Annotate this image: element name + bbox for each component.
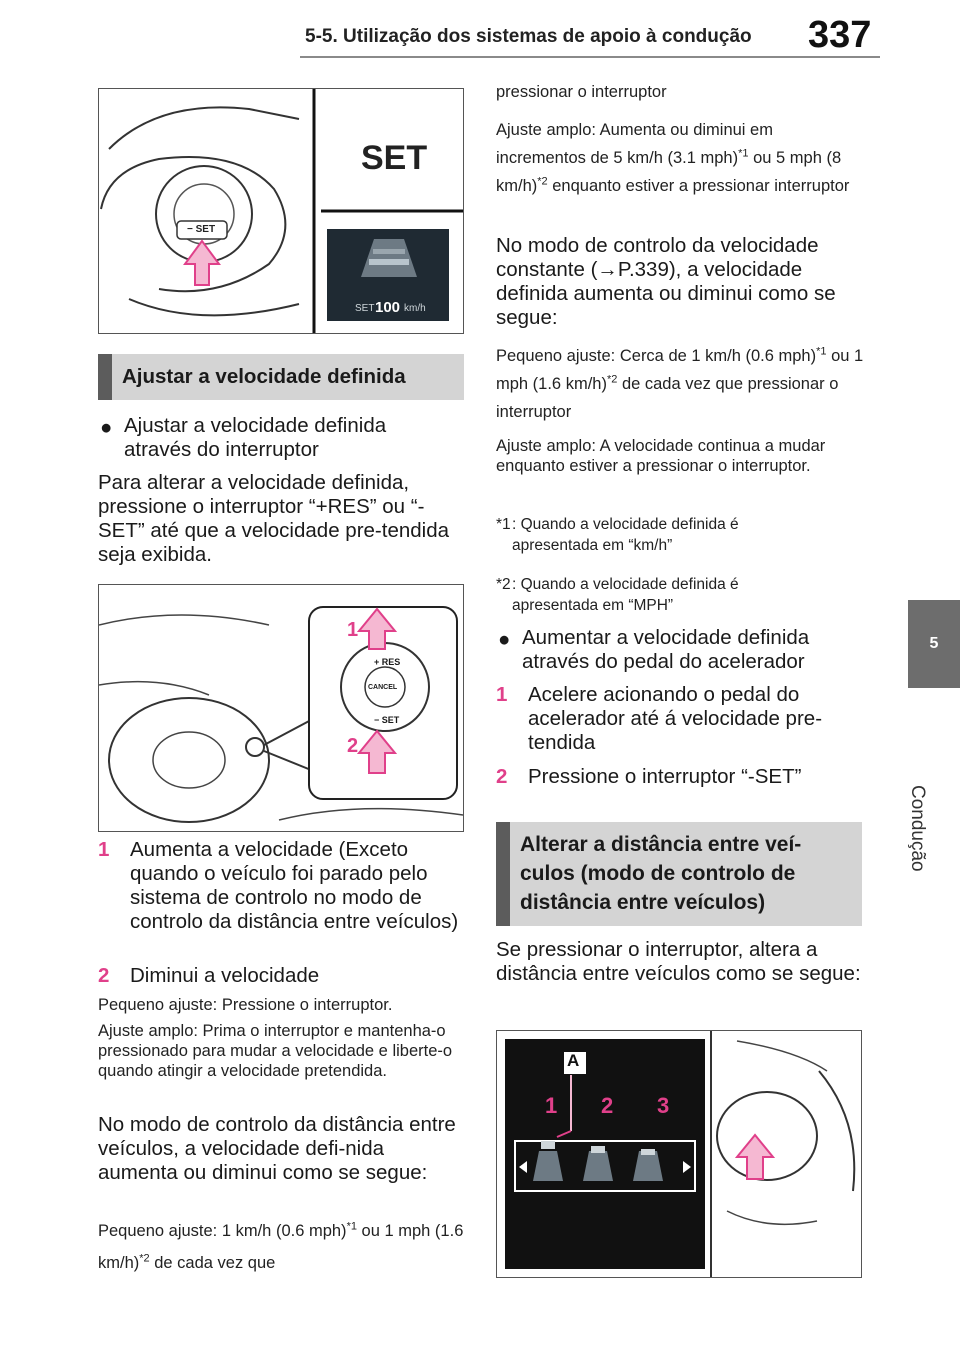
cancel-label: CANCEL (368, 684, 398, 691)
steering-wheel-illustration (100, 89, 463, 333)
note-constant-small-adjust: Pequeno ajuste: Cerca de 1 km/h (0.6 mph… (496, 345, 864, 421)
section-title: Ajustar a velocidade definida (122, 365, 406, 388)
distance-display-illustration (505, 1031, 856, 1277)
callout-2: 2 (347, 735, 359, 757)
chapter-tab: 5 (908, 600, 960, 688)
note-distance-wide-adjust: Ajuste amplo: Aumenta ou diminui em incr… (496, 121, 850, 195)
set-display-text: SET (361, 139, 428, 177)
bullet-marker: ● (498, 628, 511, 651)
item-decrease-speed: Diminui a velocidade (130, 964, 320, 987)
section-header-adjust-speed: Ajustar a velocidade definida (98, 354, 464, 400)
section-header-change-distance: Alterar a distância entre veí-culos (mod… (496, 822, 862, 926)
item-number-2: 2 (98, 964, 110, 987)
callout-a: A (567, 1051, 580, 1070)
chapter-label: Condução (907, 785, 928, 872)
set-switch-label: − SET (187, 224, 216, 235)
set-label: − SET (374, 715, 400, 725)
item-increase-speed: Aumenta a velocidade (Exceto quando o ve… (130, 838, 459, 933)
footnote-2-mark: *2 (496, 576, 511, 593)
figure-res-set-switch: + RES CANCEL − SET 1 2 (98, 584, 464, 832)
paragraph-distance-switch: Se pressionar o interruptor, altera a di… (496, 938, 861, 985)
figure-set-switch: SET − SET SET 100 km/h (98, 88, 464, 334)
callout-distance-2: 2 (601, 1093, 614, 1118)
bullet-adjust-switch: Ajustar a velocidade definida através do… (124, 414, 387, 461)
paragraph-constant-speed-mode: No modo de controlo da velocidade consta… (496, 234, 836, 329)
bullet-accelerator: Aumentar a velocidade definida através d… (522, 626, 810, 673)
dashboard-illustration (99, 606, 463, 823)
figure-distance-switch: A 1 2 3 (496, 1030, 862, 1278)
step-accelerate: Acelere acionando o pedal do acelerador … (528, 683, 823, 754)
paragraph-distance-mode: No modo de controlo da distância entre v… (98, 1113, 456, 1184)
note-continued: pressionar o interruptor (496, 83, 667, 101)
speed-prefix: SET (355, 303, 375, 314)
speed-unit: km/h (404, 303, 426, 314)
footnote-2-text: : Quando a velocidade definida é apresen… (512, 576, 739, 614)
page-number: 337 (808, 14, 872, 56)
item-number-1: 1 (98, 838, 110, 861)
speed-value: 100 (375, 299, 401, 316)
footnote-1-text: : Quando a velocidade definida é apresen… (512, 516, 739, 554)
note-constant-wide-adjust: Ajuste amplo: A velocidade continua a mu… (496, 437, 826, 475)
paragraph-intro: Para alterar a velocidade definida, pres… (98, 471, 450, 566)
header-divider (300, 56, 880, 58)
chapter-number: 5 (929, 635, 939, 652)
running-header-title: 5-5. Utilização dos sistemas de apoio à … (305, 26, 752, 47)
note-distance-small-adjust: Pequeno ajuste: 1 km/h (0.6 mph)*1 ou 1 … (98, 1220, 464, 1272)
step-number-1: 1 (496, 683, 508, 706)
step-number-2: 2 (496, 765, 508, 788)
note-small-adjust: Pequeno ajuste: Pressione o interruptor. (98, 996, 393, 1014)
callout-distance-1: 1 (545, 1093, 558, 1118)
callout-distance-3: 3 (657, 1093, 670, 1118)
step-press-set: Pressione o interruptor “-SET” (528, 765, 802, 788)
res-label: + RES (374, 657, 401, 667)
section-title: Alterar a distância entre veí-culos (mod… (520, 833, 802, 914)
bullet-marker: ● (100, 416, 113, 439)
callout-1: 1 (347, 619, 359, 641)
note-wide-adjust: Ajuste amplo: Prima o interruptor e mant… (98, 1022, 453, 1080)
footnote-1-mark: *1 (496, 516, 511, 533)
